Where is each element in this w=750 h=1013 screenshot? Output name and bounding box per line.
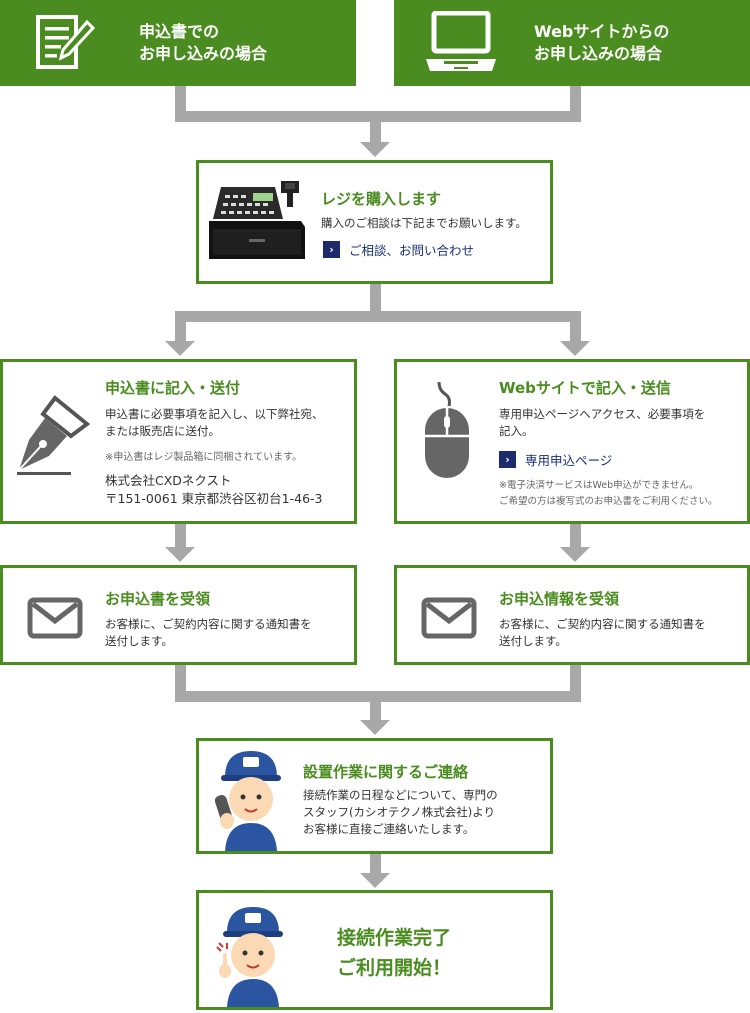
connector-line [175,524,186,549]
paper-fill-text: 申込書に必要事項を記入し、以下弊社宛、 または販売店に送付。 [105,407,324,438]
connector-line [175,311,581,322]
technician-pointing-icon [216,907,283,1007]
mouse-icon [425,381,469,478]
paper-fill-box: 申込書に記入・送付 申込書に必要事項を記入し、以下弊社宛、 または販売店に送付。… [0,359,357,524]
paper-application-header: 申込書での お申し込みの場合 [0,0,356,86]
flow-arrow [560,341,590,356]
web-application-header: Webサイトからの お申し込みの場合 [394,0,750,86]
company-name: 株式会社CXDネクスト [105,473,232,488]
connector-line [570,665,581,702]
cash-register-icon [209,181,305,259]
web-application-label: Webサイトからの お申し込みの場合 [534,22,670,63]
consultation-link[interactable]: › ご相談、お問い合わせ [323,240,474,259]
register-title: レジを購入します [321,190,442,208]
company-address: 〒151-0061 東京都渋谷区初台1-46-3 [105,491,323,506]
chevron-right-icon: › [323,241,340,258]
envelope-icon [27,597,83,639]
web-fill-title: Webサイトで記入・送信 [499,379,671,397]
connector-line [175,86,186,114]
laptop-icon [426,11,496,71]
application-page-link-label: 専用申込ページ [525,453,613,468]
paper-receive-title: お申込書を受領 [105,590,211,608]
connector-line [570,311,581,343]
web-receive-box: お申込情報を受領 お客様に、ご契約内容に関する通知書を 送付します。 [394,565,750,665]
flow-arrow [165,547,195,562]
consultation-link-label: ご相談、お問い合わせ [349,243,475,258]
flow-arrow [360,873,390,888]
web-fill-box: Webサイトで記入・送信 専用申込ページへアクセス、必要事項を 記入。 › 専用… [394,359,750,524]
envelope-icon [421,597,477,639]
connector-line [370,691,381,722]
register-purchase-box: レジを購入します 購入のご相談は下記までお願いします。 › ご相談、お問い合わせ [196,160,553,284]
paper-receive-box: お申込書を受領 お客様に、ご契約内容に関する通知書を 送付します。 [0,565,357,665]
flow-arrow [360,720,390,735]
install-contact-title: 設置作業に関するご連絡 [303,763,469,781]
paper-receive-text: お客様に、ご契約内容に関する通知書を 送付します。 [105,617,312,648]
install-contact-box: 設置作業に関するご連絡 接続作業の日程などについて、専門の スタッフ(カシオテク… [196,738,553,854]
connector-line [570,86,581,114]
connector-line [570,524,581,549]
completion-box: 接続作業完了 ご利用開始！ [196,890,553,1010]
fountain-pen-icon [17,395,91,475]
connector-line [370,854,381,874]
flow-arrow [360,142,390,157]
connector-line [175,665,186,702]
flow-arrow [165,341,195,356]
connector-line [370,111,381,143]
paper-fill-title: 申込書に記入・送付 [105,379,241,397]
connector-line [175,311,186,343]
web-fill-note: ※電子決済サービスはWeb申込ができません。 ご希望の方は複写式のお申込書をご利… [499,480,718,507]
web-receive-title: お申込情報を受領 [499,590,620,608]
web-fill-text: 専用申込ページへアクセス、必要事項を 記入。 [499,407,706,438]
document-pencil-icon [36,15,95,69]
technician-on-phone-icon [215,751,281,851]
install-contact-text: 接続作業の日程などについて、専門の スタッフ(カシオテクノ株式会社)より お客様… [303,788,498,836]
flow-arrow [560,547,590,562]
register-text: 購入のご相談は下記までお願いします。 [321,216,527,230]
paper-application-label: 申込書での お申し込みの場合 [139,22,268,63]
connector-line [370,284,381,319]
paper-fill-note: ※申込書はレジ製品箱に同梱されています。 [105,452,303,463]
completion-title: 接続作業完了 ご利用開始！ [337,927,452,979]
chevron-right-icon: › [499,451,516,468]
web-receive-text: お客様に、ご契約内容に関する通知書を 送付します。 [499,617,706,648]
application-page-link[interactable]: › 専用申込ページ [499,450,612,469]
